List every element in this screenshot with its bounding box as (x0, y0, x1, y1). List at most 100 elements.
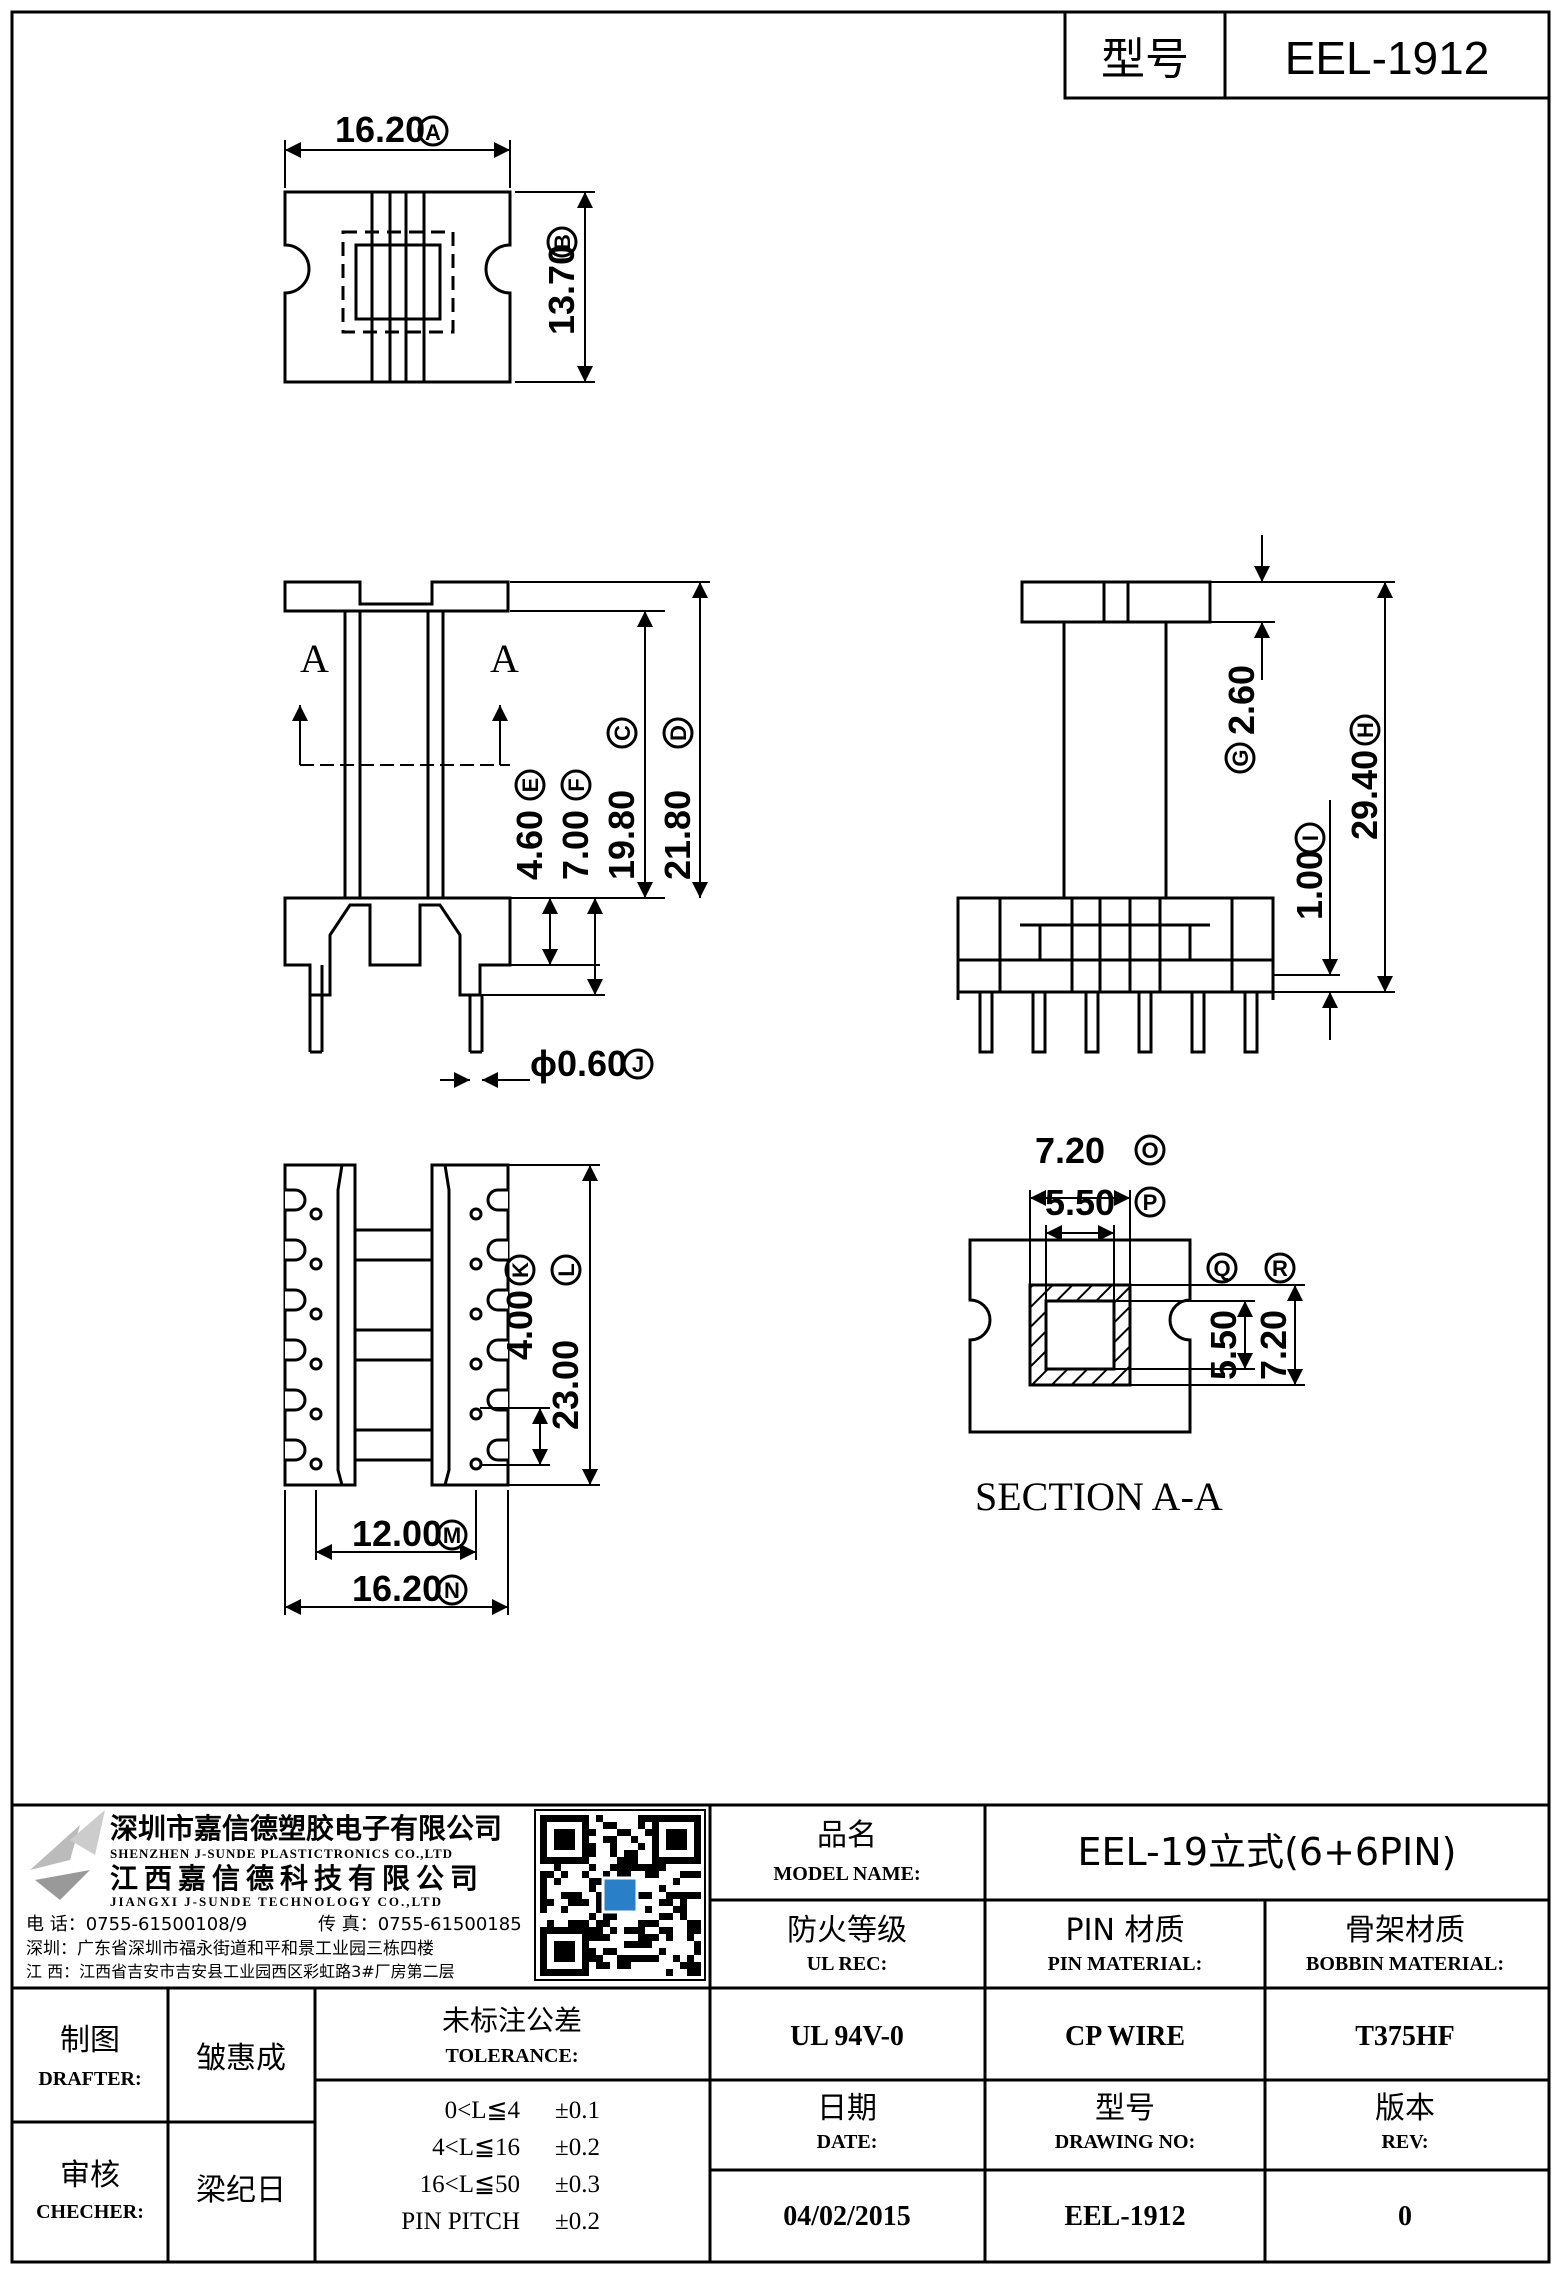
pin-hole (469, 1457, 483, 1471)
dim-e-value: 4.60 (509, 810, 550, 880)
dim-n-marker: N (436, 1574, 468, 1606)
notch (285, 1188, 307, 1212)
dim-q-value: 5.50 (1203, 1310, 1244, 1380)
dim-g-value: 2.60 (1221, 665, 1262, 735)
dim-l-marker: L (550, 1254, 582, 1286)
dim-o-value: 7.20 (1035, 1130, 1105, 1171)
dim-p-value: 5.50 (1045, 1182, 1115, 1223)
company-name-sz-en: SHENZHEN J-SUNDE PLASTICTRONICS CO.,LTD (110, 1846, 453, 1861)
dim-c-marker: C (606, 717, 638, 749)
model-name-label-cn: 品名 (817, 1818, 877, 1853)
svg-text:H: H (1353, 722, 1378, 738)
dim-m-value: 12.00 (352, 1513, 442, 1554)
tolerance-range: 0<L≦4 (445, 2097, 521, 2124)
svg-text:M: M (443, 1523, 461, 1548)
tolerance-label-cn: 未标注公差 (442, 2004, 582, 2037)
pin-hole (309, 1207, 323, 1221)
section-arrow-left: A (300, 636, 329, 681)
ul-label-en: UL REC: (807, 1953, 888, 1975)
notch (486, 1288, 508, 1312)
dim-i-marker: I (1294, 822, 1326, 854)
notch (486, 1338, 508, 1362)
dim-f-value: 7.00 (555, 810, 596, 880)
svg-text:I: I (1298, 835, 1323, 841)
dim-k-value: 4.00 (499, 1290, 540, 1360)
notch (486, 1188, 508, 1212)
dim-h-marker: H (1349, 714, 1381, 746)
svg-text:A: A (425, 120, 441, 145)
company-fax: 传 真：0755-61500185 (318, 1914, 522, 1935)
dim-a-value: 16.20 (335, 109, 425, 150)
pin-hole (469, 1257, 483, 1271)
company-phone: 电 话：0755-61500108/9 (26, 1914, 247, 1935)
svg-text:B: B (550, 234, 575, 250)
dim-m-marker: M (436, 1519, 468, 1551)
ul-value: UL 94V-0 (790, 2021, 904, 2052)
tolerance-range: PIN PITCH (401, 2208, 520, 2235)
tolerance-range: 4<L≦16 (432, 2134, 520, 2161)
dim-a-marker: A (417, 115, 449, 147)
tolerance-range: 16<L≦50 (420, 2171, 520, 2198)
bobbin-material-label-en: BOBBIN MATERIAL: (1306, 1953, 1504, 1975)
drafter-label-cn: 制图 (60, 2023, 120, 2058)
dim-p-marker: P (1134, 1186, 1166, 1218)
svg-text:K: K (508, 1262, 533, 1278)
section-a-a-view (968, 1190, 1305, 1434)
dim-o-marker: O (1134, 1134, 1166, 1166)
notch (285, 1388, 307, 1412)
notch (285, 1438, 307, 1462)
company-address-sz: 深圳：广东省深圳市福永街道和平和景工业园三栋四楼 (26, 1939, 434, 1959)
dim-k-marker: K (504, 1254, 536, 1286)
pin-material-value: CP WIRE (1065, 2021, 1185, 2052)
side-view-pins (978, 990, 1259, 1054)
section-label: SECTION A-A (975, 1474, 1223, 1519)
model-name-value: EEL-19立式(6+6PIN) (1078, 1830, 1457, 1874)
svg-text:O: O (1141, 1138, 1158, 1163)
drawing-no-label-en: DRAWING NO: (1055, 2131, 1196, 2153)
tolerance-value: ±0.2 (555, 2208, 600, 2235)
tolerance-label-en: TOLERANCE: (446, 2045, 579, 2067)
pin-hole (309, 1407, 323, 1421)
rev-label-cn: 版本 (1375, 2091, 1435, 2126)
bottom-view (283, 1163, 510, 1487)
company-name-sz: 深圳市嘉信德塑胶电子有限公司 (110, 1812, 502, 1845)
pin-material-label-en: PIN MATERIAL: (1048, 1953, 1203, 1975)
pin (1137, 990, 1153, 1054)
pin-hole (469, 1357, 483, 1371)
tolerance-value: ±0.1 (555, 2097, 600, 2124)
side-view (956, 580, 1275, 1000)
ul-label-cn: 防火等级 (787, 1913, 907, 1948)
dim-q-marker: Q (1206, 1252, 1238, 1284)
company-address-jx: 江 西：江西省吉安市吉安县工业园西区彩虹路3#厂房第二层 (26, 1962, 455, 1981)
header-model-box: 型号 EEL-1912 (1063, 10, 1551, 100)
svg-text:P: P (1143, 1190, 1158, 1215)
dim-g-marker: G (1224, 742, 1256, 774)
notch (285, 1238, 307, 1262)
dim-l-value: 23.00 (545, 1340, 586, 1430)
svg-text:L: L (554, 1263, 579, 1276)
pin-hole (469, 1307, 483, 1321)
date-label-cn: 日期 (817, 2091, 877, 2126)
dim-r-marker: R (1264, 1252, 1296, 1284)
tolerance-rows: 0<L≦4 ±0.1 4<L≦16 ±0.2 16<L≦50 ±0.3 PIN … (401, 2097, 600, 2235)
header-model-label: 型号 (1101, 34, 1189, 85)
dim-c-value: 19.80 (601, 790, 642, 880)
dim-b-value: 13.70 (541, 245, 582, 335)
date-value: 04/02/2015 (783, 2201, 911, 2232)
drafter-name: 皱惠成 (196, 2041, 286, 2076)
dim-d-value: 21.80 (657, 790, 698, 880)
qr-code (534, 1809, 706, 1981)
dim-r-value: 7.20 (1253, 1310, 1294, 1380)
pin (1031, 990, 1047, 1054)
section-arrow-right: A (490, 636, 519, 681)
bottom-view-notches (285, 1188, 508, 1471)
sheet-border (10, 10, 1551, 2264)
pin-material-label-cn: PIN 材质 (1066, 1913, 1185, 1948)
dim-h-value: 29.40 (1344, 750, 1385, 840)
pin-hole (309, 1257, 323, 1271)
pin (1243, 990, 1259, 1054)
drawing-no-value: EEL-1912 (1064, 2201, 1185, 2232)
company-logo (30, 1810, 105, 1900)
rev-value: 0 (1398, 2201, 1412, 2232)
notch (486, 1438, 508, 1462)
